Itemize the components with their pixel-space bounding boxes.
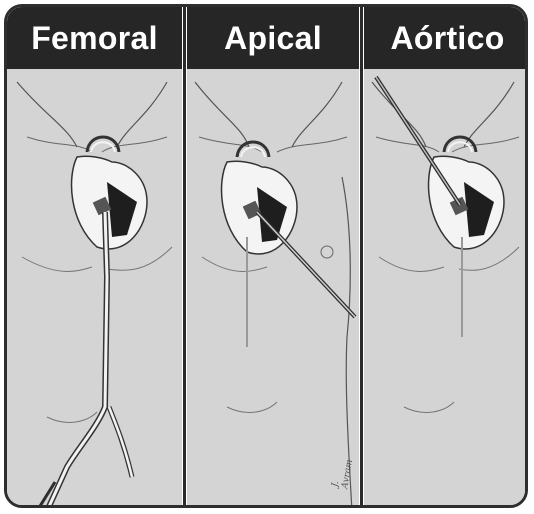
panel-apical: Apical J. Avram [187, 7, 359, 505]
apical-illustration [187, 7, 359, 505]
label-aortico: Aórtico [364, 7, 528, 69]
label-apical: Apical [187, 7, 359, 69]
aortico-illustration [364, 7, 528, 505]
femoral-illustration [7, 7, 182, 505]
label-femoral: Femoral [7, 7, 182, 69]
illustration-frame: Femoral Apical J. A [4, 4, 528, 508]
panel-femoral: Femoral [7, 7, 182, 505]
panel-aortico: Aórtico [364, 7, 528, 505]
